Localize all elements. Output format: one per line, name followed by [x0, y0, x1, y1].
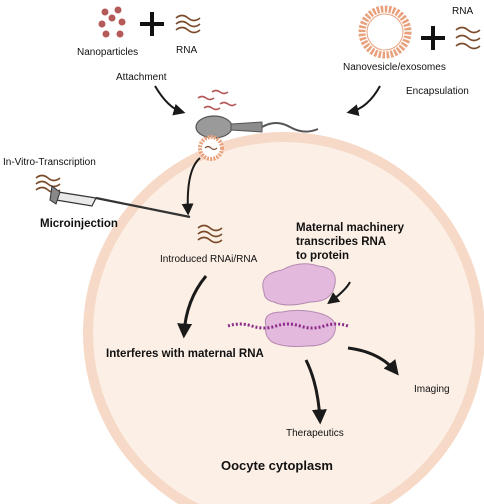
rna-label-right: RNA [452, 6, 474, 17]
attachment-arrow [154, 85, 186, 116]
interferes-arrow [177, 275, 208, 339]
nanovesicle-label: Nanovesicle/exosomes [343, 62, 446, 73]
attachment-label: Attachment [116, 72, 167, 83]
vesicle-carrier-icon [198, 135, 224, 161]
cytoplasm-label: Oocyte cytoplasm [221, 458, 333, 473]
sperm-icon [195, 115, 319, 139]
rna-label-left: RNA [176, 45, 198, 56]
machinery-arrow [327, 281, 351, 305]
encapsulation-arrow [346, 85, 381, 117]
rna-icon [175, 14, 201, 34]
plus-icon [140, 12, 164, 36]
therapeutics-label: Therapeutics [286, 428, 344, 439]
plus-icon [421, 26, 445, 50]
imaging-arrow [347, 346, 399, 376]
microinjection-needle-icon [49, 185, 191, 219]
ivt-label: In-Vitro-Transcription [3, 157, 96, 168]
interferes-label: Interferes with maternal RNA [106, 348, 264, 360]
therapeutics-arrow [304, 359, 327, 425]
attached-rna-icon [197, 89, 237, 111]
rna-icon [197, 224, 223, 244]
sperm-to-cell-arrow [181, 157, 201, 216]
nanoparticles-icon [98, 6, 126, 38]
ribosome-icon [227, 263, 349, 347]
imaging-label: Imaging [414, 384, 450, 395]
nanoparticles-label: Nanoparticles [77, 47, 139, 58]
introduced-label: Introduced RNAi/RNA [160, 254, 258, 265]
nanovesicle-icon [358, 5, 412, 59]
rna-icon [455, 26, 481, 50]
maternal-machinery-label: Maternal machinery transcribes RNA to pr… [296, 222, 405, 262]
microinjection-label: Microinjection [40, 218, 118, 230]
encapsulation-label: Encapsulation [406, 86, 469, 97]
